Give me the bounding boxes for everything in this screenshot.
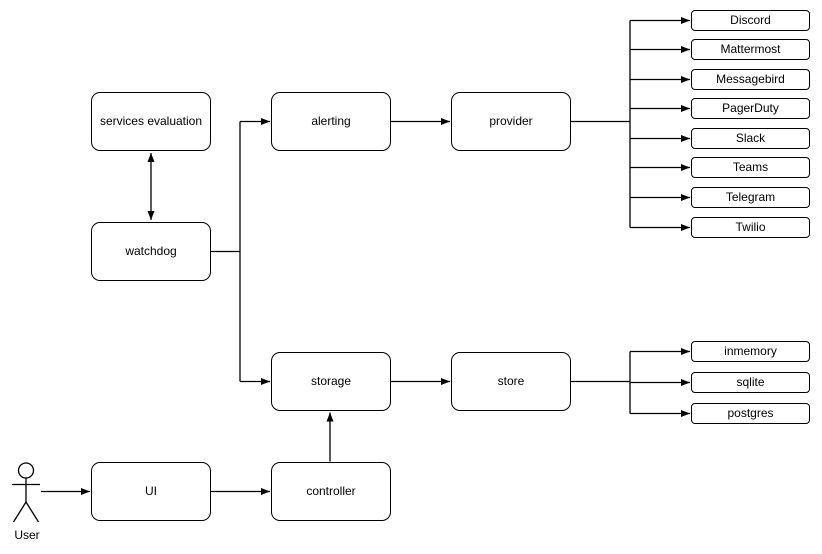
node-provider-twilio[interactable]: Twilio	[691, 217, 810, 238]
actor-head	[17, 462, 35, 479]
user-actor-label: User	[14, 528, 40, 542]
node-store-sqlite[interactable]: sqlite	[691, 372, 810, 393]
node-storage[interactable]: storage	[271, 352, 391, 411]
node-provider-discord[interactable]: Discord	[691, 10, 810, 31]
node-provider-slack[interactable]: Slack	[691, 128, 810, 149]
node-alerting[interactable]: alerting	[271, 92, 391, 151]
node-provider-pagerduty[interactable]: PagerDuty	[691, 98, 810, 119]
node-store-inmemory[interactable]: inmemory	[691, 341, 810, 362]
node-provider-messagebird[interactable]: Messagebird	[691, 69, 810, 90]
node-ui[interactable]: UI	[91, 462, 211, 521]
node-provider-mattermost[interactable]: Mattermost	[691, 39, 810, 60]
node-provider-telegram[interactable]: Telegram	[691, 187, 810, 208]
node-provider[interactable]: provider	[451, 92, 571, 151]
actor-leg-right	[25, 501, 40, 523]
node-provider-teams[interactable]: Teams	[691, 157, 810, 178]
node-controller[interactable]: controller	[271, 462, 391, 521]
node-services-evaluation[interactable]: services evaluation	[91, 92, 211, 151]
actor-leg-left	[12, 501, 27, 523]
user-actor-figure[interactable]	[12, 462, 40, 523]
node-store[interactable]: store	[451, 352, 571, 411]
node-watchdog[interactable]: watchdog	[91, 222, 211, 281]
node-store-postgres[interactable]: postgres	[691, 403, 810, 424]
